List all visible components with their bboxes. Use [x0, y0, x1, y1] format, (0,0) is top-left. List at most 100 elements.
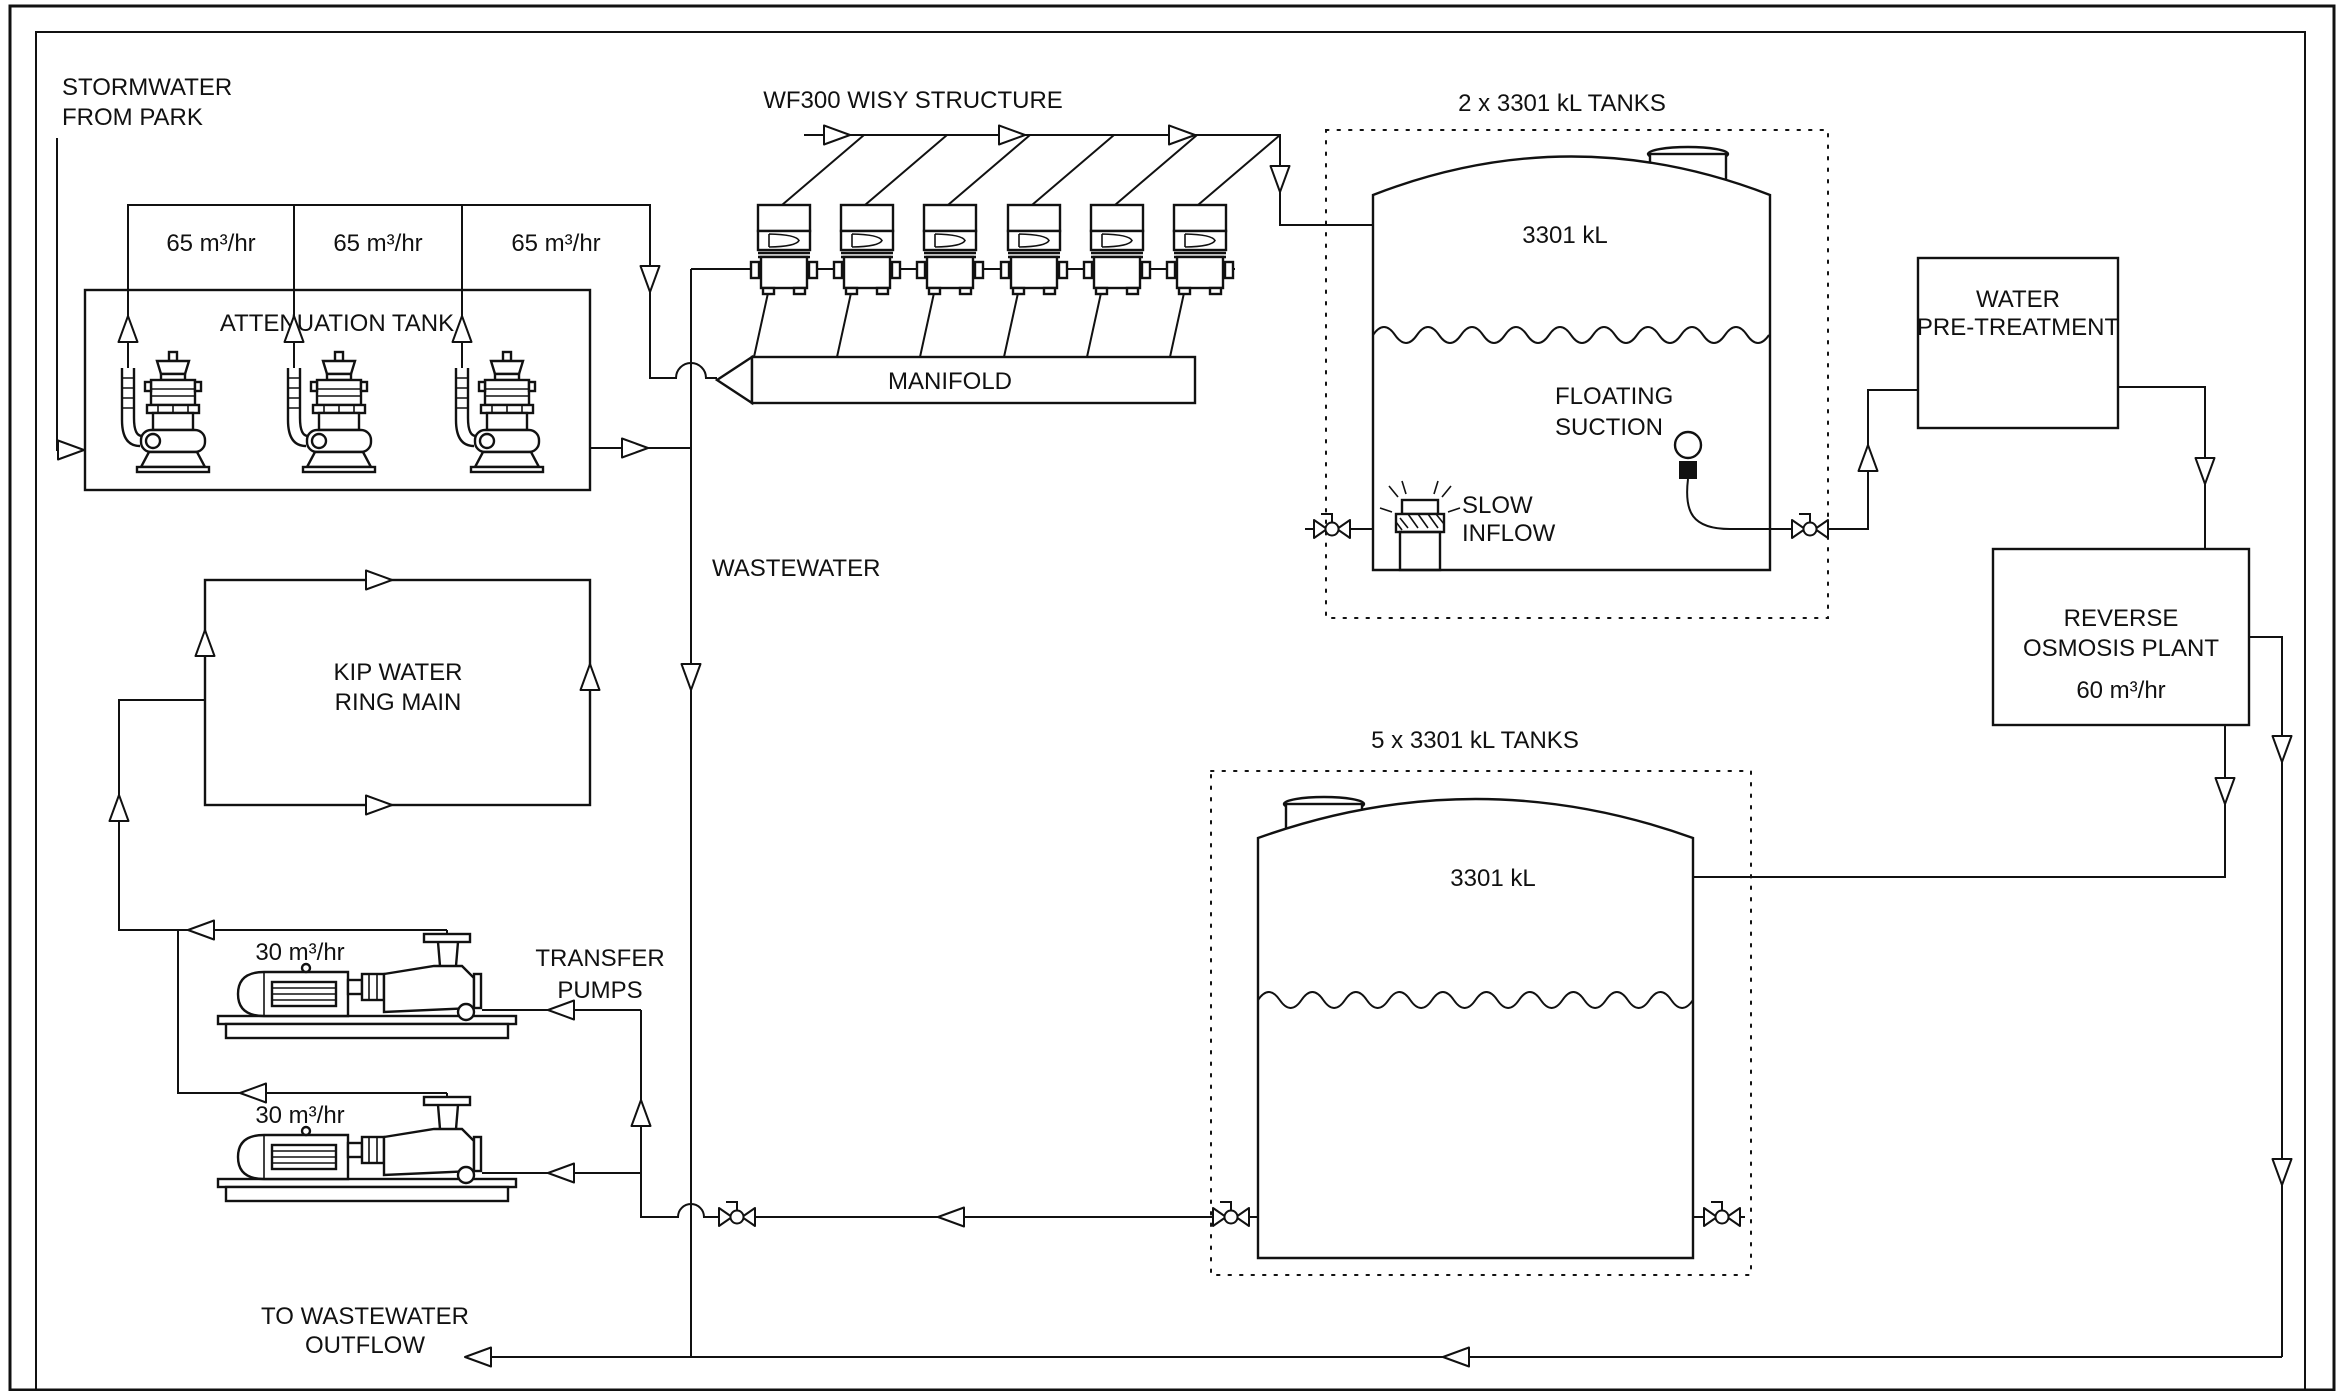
- transfer-pumps-label1: TRANSFER: [535, 945, 664, 972]
- pretreatment-unit: WATER PRE-TREATMENT: [1916, 256, 2216, 549]
- flow-arrow: [680, 663, 702, 691]
- outflow: TO WASTEWATER OUTFLOW: [261, 1303, 2282, 1368]
- tanks-b-title: 5 x 3301 kL TANKS: [1371, 727, 1579, 754]
- flow-arrow: [57, 439, 85, 461]
- flow-arrow: [365, 569, 393, 591]
- flow-arrow: [621, 437, 649, 459]
- tank-b-shell: [1256, 797, 1695, 1260]
- wastewater-line: WASTEWATER: [680, 269, 880, 1356]
- tank-b-water-level: [1257, 991, 1694, 1009]
- pump2-rate-label: 65 m³/hr: [333, 230, 422, 257]
- tank-a-water-level: [1372, 326, 1770, 344]
- sheet-outer-border: [8, 4, 2336, 1391]
- floating-suction-label2: SUCTION: [1555, 414, 1663, 441]
- pretreatment-label2: PRE-TREATMENT: [1917, 314, 2120, 341]
- wisy-title: WF300 WISY STRUCTURE: [763, 87, 1063, 114]
- slow-inflow-label2: INFLOW: [1462, 520, 1556, 547]
- tank-a-left-valve: [1313, 513, 1351, 539]
- pump1-rate: 30 m³/hr: [255, 939, 344, 966]
- stormwater-label-line1: STORMWATER: [62, 74, 232, 101]
- tank-a-volume: 3301 kL: [1522, 222, 1607, 249]
- flow-arrow: [547, 1162, 575, 1184]
- attenuation-tank-label: ATTENUATION TANK: [220, 310, 454, 337]
- ring-main: KIP WATER RING MAIN: [194, 569, 601, 816]
- tank-a-outlet-valve: [1791, 513, 1829, 539]
- transfer-pumps: 30 m³/hr 30 m³/hr TRANSFER PUMPS: [108, 699, 665, 1203]
- submersible-pump-2: [286, 350, 377, 474]
- pretreatment-label1: WATER: [1976, 286, 2060, 313]
- attenuation-tank: ATTENUATION TANK 65 m³/hr 65 m³/hr 65 m³…: [83, 204, 717, 492]
- suction-float: [1673, 430, 1703, 460]
- flow-arrow: [1269, 165, 1291, 193]
- stormwater-source: STORMWATER FROM PARK: [56, 74, 232, 461]
- ro-rate-label: 60 m³/hr: [2076, 677, 2165, 704]
- ro-plant: REVERSE OSMOSIS PLANT 60 m³/hr: [1693, 547, 2293, 1357]
- flow-arrow: [1857, 444, 1879, 472]
- slow-inflow-diffuser: [1379, 480, 1461, 572]
- flow-arrow: [464, 1346, 492, 1368]
- slow-inflow-label1: SLOW: [1462, 492, 1533, 519]
- manifold-body: [750, 355, 1197, 405]
- tank-a-shell: [1371, 155, 1772, 572]
- pump2-rate: 30 m³/hr: [255, 1102, 344, 1129]
- ring-main-label2: RING MAIN: [335, 689, 462, 716]
- suction-hose: [1686, 478, 1770, 530]
- attenuation-tank-outline: [83, 288, 592, 492]
- pump1-discharge-pipe: [118, 699, 448, 934]
- flow-arrow: [823, 124, 851, 146]
- flow-arrow: [937, 1206, 965, 1228]
- stormwater-label-line2: FROM PARK: [62, 104, 203, 131]
- flow-arrow: [187, 919, 215, 941]
- flow-arrow: [579, 663, 601, 691]
- pretreatment-box: [1916, 256, 2120, 430]
- flow-arrow: [239, 1082, 267, 1104]
- tanks-a-dotted-boundary: [1325, 129, 1829, 619]
- filtered-water-pipe: [804, 134, 1421, 472]
- outflow-label2: OUTFLOW: [305, 1332, 425, 1359]
- ring-main-label1: KIP WATER: [334, 659, 463, 686]
- suction-weight: [1679, 461, 1697, 479]
- transfer-pumps-label2: PUMPS: [557, 977, 642, 1004]
- wisy-filter-3: [915, 203, 985, 296]
- stormwater-pipe: [56, 138, 58, 451]
- ro-reject-pipe: [2249, 636, 2283, 1357]
- flow-arrow: [451, 315, 473, 343]
- pump2-discharge-pipe: [177, 930, 448, 1097]
- ro-label1: REVERSE: [2064, 605, 2179, 632]
- pump3-rate-label: 65 m³/hr: [511, 230, 600, 257]
- floating-suction-label1: FLOATING: [1555, 383, 1673, 410]
- wisy-filter-1: [749, 203, 819, 296]
- flow-arrow: [1168, 124, 1196, 146]
- wisy-filter-5: [1082, 203, 1152, 296]
- sheet-inner-border: [35, 31, 2306, 1391]
- flow-arrow: [2271, 735, 2293, 763]
- pump1-rate-label: 65 m³/hr: [166, 230, 255, 257]
- flow-arrow: [108, 794, 130, 822]
- filter-inlet-diagonals: [753, 292, 1185, 358]
- wisy-filter-2: [832, 203, 902, 296]
- flow-arrow: [1442, 1346, 1470, 1368]
- filter-outlet-diagonals: [781, 134, 1281, 206]
- wisy-filter-6: [1165, 203, 1235, 296]
- manifold-label: MANIFOLD: [888, 368, 1012, 395]
- flow-arrow: [2194, 457, 2216, 485]
- suction-pipe: [482, 1009, 1258, 1218]
- manifold-inlet-cone: [714, 354, 754, 406]
- tank-b-volume: 3301 kL: [1450, 865, 1535, 892]
- tanks-b-dotted-boundary: [1210, 770, 1752, 1276]
- pump-header-pipe: [127, 204, 717, 379]
- flow-arrow: [117, 315, 139, 343]
- flow-arrow: [2271, 1158, 2293, 1186]
- pretreatment-to-ro-pipe: [2118, 386, 2206, 549]
- flow-arrow: [630, 1099, 652, 1127]
- wisy-structure: WF300 WISY STRUCTURE MANIFOLD: [691, 87, 1431, 481]
- ro-permeate-pipe: [1693, 725, 2226, 878]
- tanks-a-title: 2 x 3301 kL TANKS: [1458, 90, 1666, 117]
- submersible-pump-1: [120, 350, 211, 474]
- storage-tanks-b: 5 x 3301 kL TANKS 3301 kL: [1210, 727, 1752, 1276]
- storage-tanks-a: 2 x 3301 kL TANKS 3301 kL FLOATING SUCTI…: [1305, 90, 1918, 619]
- tank-b-right-valve: [1703, 1201, 1741, 1227]
- flow-arrow: [639, 265, 661, 293]
- suction-isolation-valve: [718, 1201, 756, 1227]
